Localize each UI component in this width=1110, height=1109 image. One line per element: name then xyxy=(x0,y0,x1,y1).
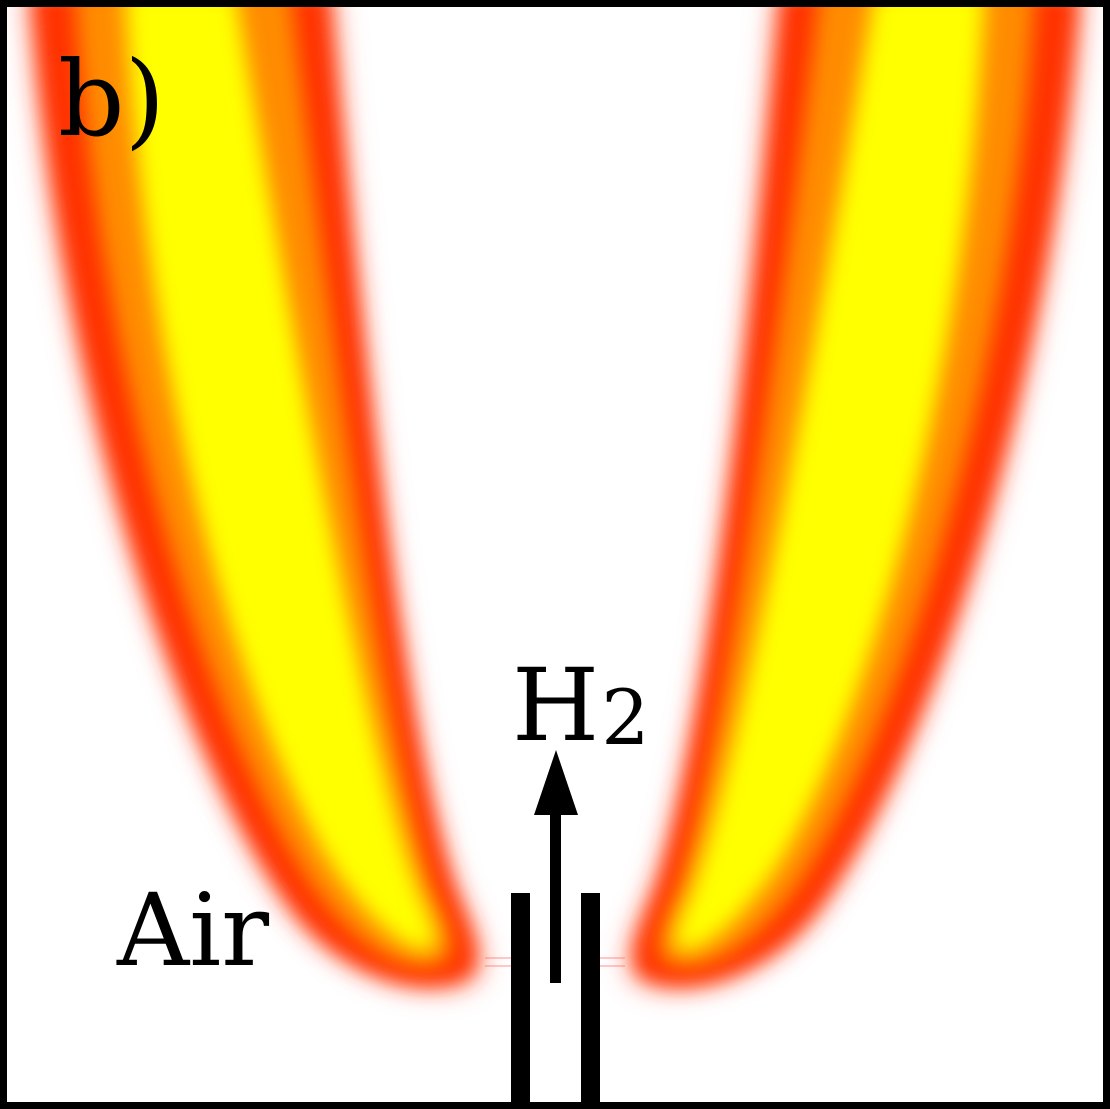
left-flame xyxy=(21,6,489,996)
panel-label: b) xyxy=(58,38,165,160)
oxidizer-label: Air xyxy=(116,872,269,989)
fuel-label: H2 xyxy=(512,647,650,764)
right-flame xyxy=(621,6,1089,996)
burner-right-wall xyxy=(581,893,600,1103)
fuel-label-main: H xyxy=(512,647,599,764)
burner-left-wall xyxy=(511,893,530,1103)
fuel-flow-arrow xyxy=(534,750,578,983)
fuel-label-subscript: 2 xyxy=(601,673,649,762)
